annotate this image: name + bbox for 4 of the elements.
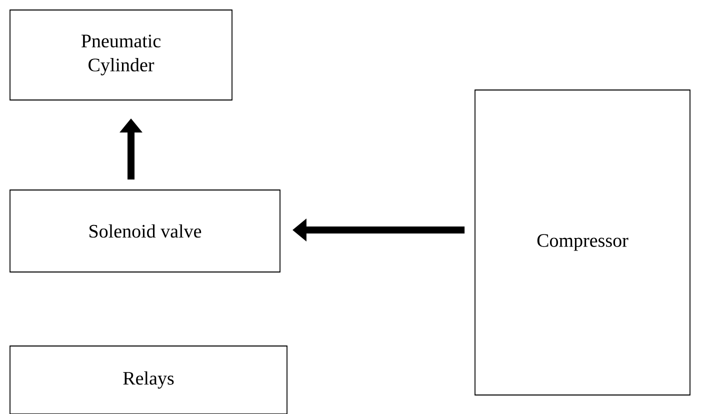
process-box: Pneumatic Cylinder [10,10,232,100]
process-box: Solenoid valve [10,190,280,272]
process-box: Compressor [474,90,690,396]
process-box: Relays [10,346,288,414]
